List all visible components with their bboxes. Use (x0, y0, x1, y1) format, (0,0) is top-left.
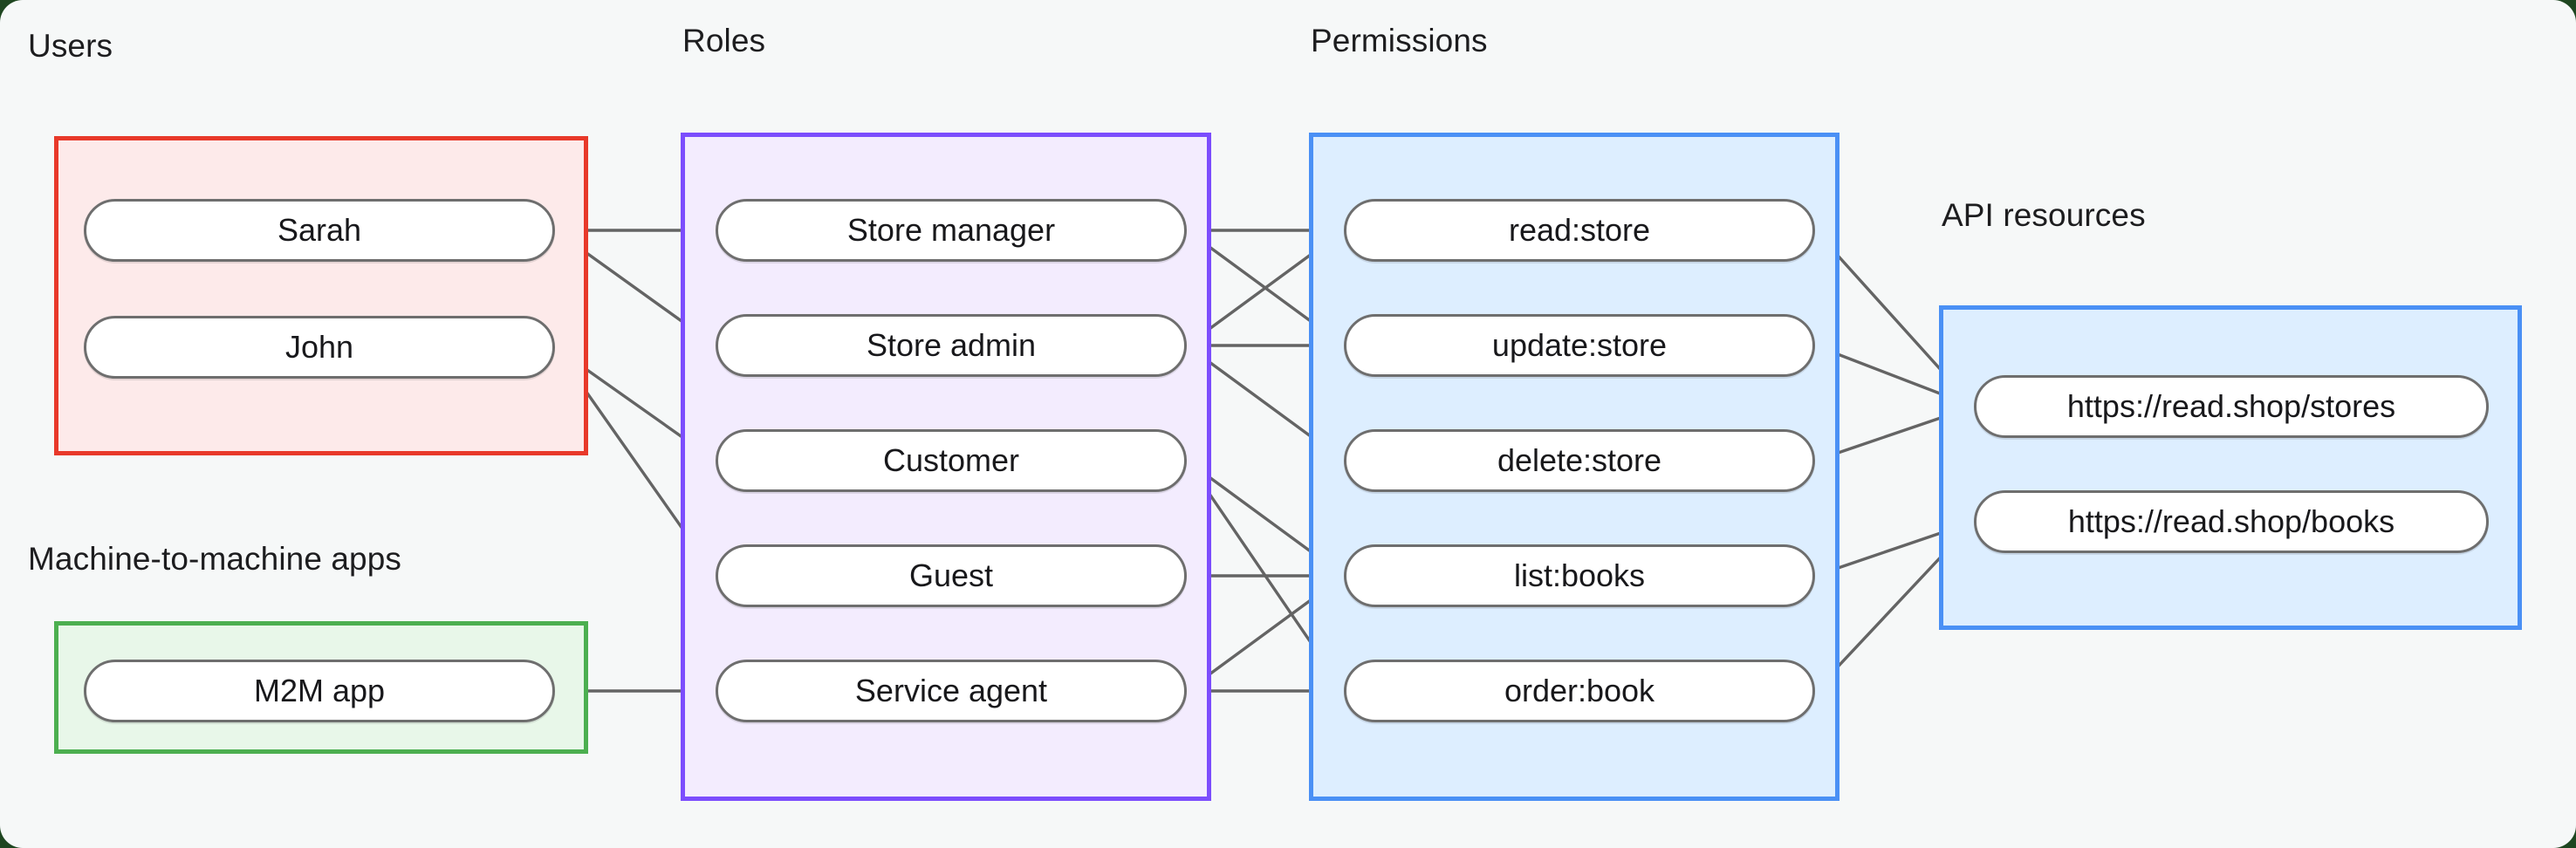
node-label-orderbook: order:book (1504, 673, 1655, 708)
node-label-apistores: https://read.shop/stores (2066, 388, 2396, 424)
node-label-apibooks: https://read.shop/books (2067, 503, 2395, 539)
node-serviceagent[interactable]: Service agent (716, 660, 1187, 722)
node-label-guest: Guest (908, 557, 994, 593)
node-m2mapp[interactable]: M2M app (84, 660, 555, 722)
node-guest[interactable]: Guest (716, 544, 1187, 607)
node-john[interactable]: John (84, 316, 555, 379)
group-box-api (1939, 305, 2522, 630)
node-storemanager[interactable]: Store manager (716, 199, 1187, 262)
node-apistores[interactable]: https://read.shop/stores (1974, 375, 2489, 438)
node-label-sarah: Sarah (277, 212, 362, 248)
node-customer[interactable]: Customer (716, 429, 1187, 492)
node-orderbook[interactable]: order:book (1344, 660, 1815, 722)
node-storeadmin[interactable]: Store admin (716, 314, 1187, 377)
node-label-listbooks: list:books (1513, 557, 1646, 593)
node-deletestore[interactable]: delete:store (1344, 429, 1815, 492)
node-label-m2mapp: M2M app (253, 673, 386, 708)
node-listbooks[interactable]: list:books (1344, 544, 1815, 607)
node-label-storeadmin: Store admin (866, 327, 1037, 363)
node-label-updatestore: update:store (1491, 327, 1668, 363)
node-readstore[interactable]: read:store (1344, 199, 1815, 262)
group-box-users (54, 136, 588, 455)
group-label-m2m: Machine-to-machine apps (28, 541, 402, 577)
node-label-deletestore: delete:store (1497, 442, 1662, 478)
node-label-storemanager: Store manager (846, 212, 1056, 248)
group-label-permissions: Permissions (1311, 23, 1488, 58)
node-updatestore[interactable]: update:store (1344, 314, 1815, 377)
group-label-api: API resources (1942, 197, 2146, 233)
node-label-readstore: read:store (1508, 212, 1651, 248)
group-label-users: Users (28, 28, 113, 64)
node-label-serviceagent: Service agent (854, 673, 1048, 708)
node-label-customer: Customer (882, 442, 1020, 478)
node-apibooks[interactable]: https://read.shop/books (1974, 490, 2489, 553)
node-sarah[interactable]: Sarah (84, 199, 555, 262)
group-label-roles: Roles (682, 23, 766, 58)
node-label-john: John (284, 329, 354, 365)
